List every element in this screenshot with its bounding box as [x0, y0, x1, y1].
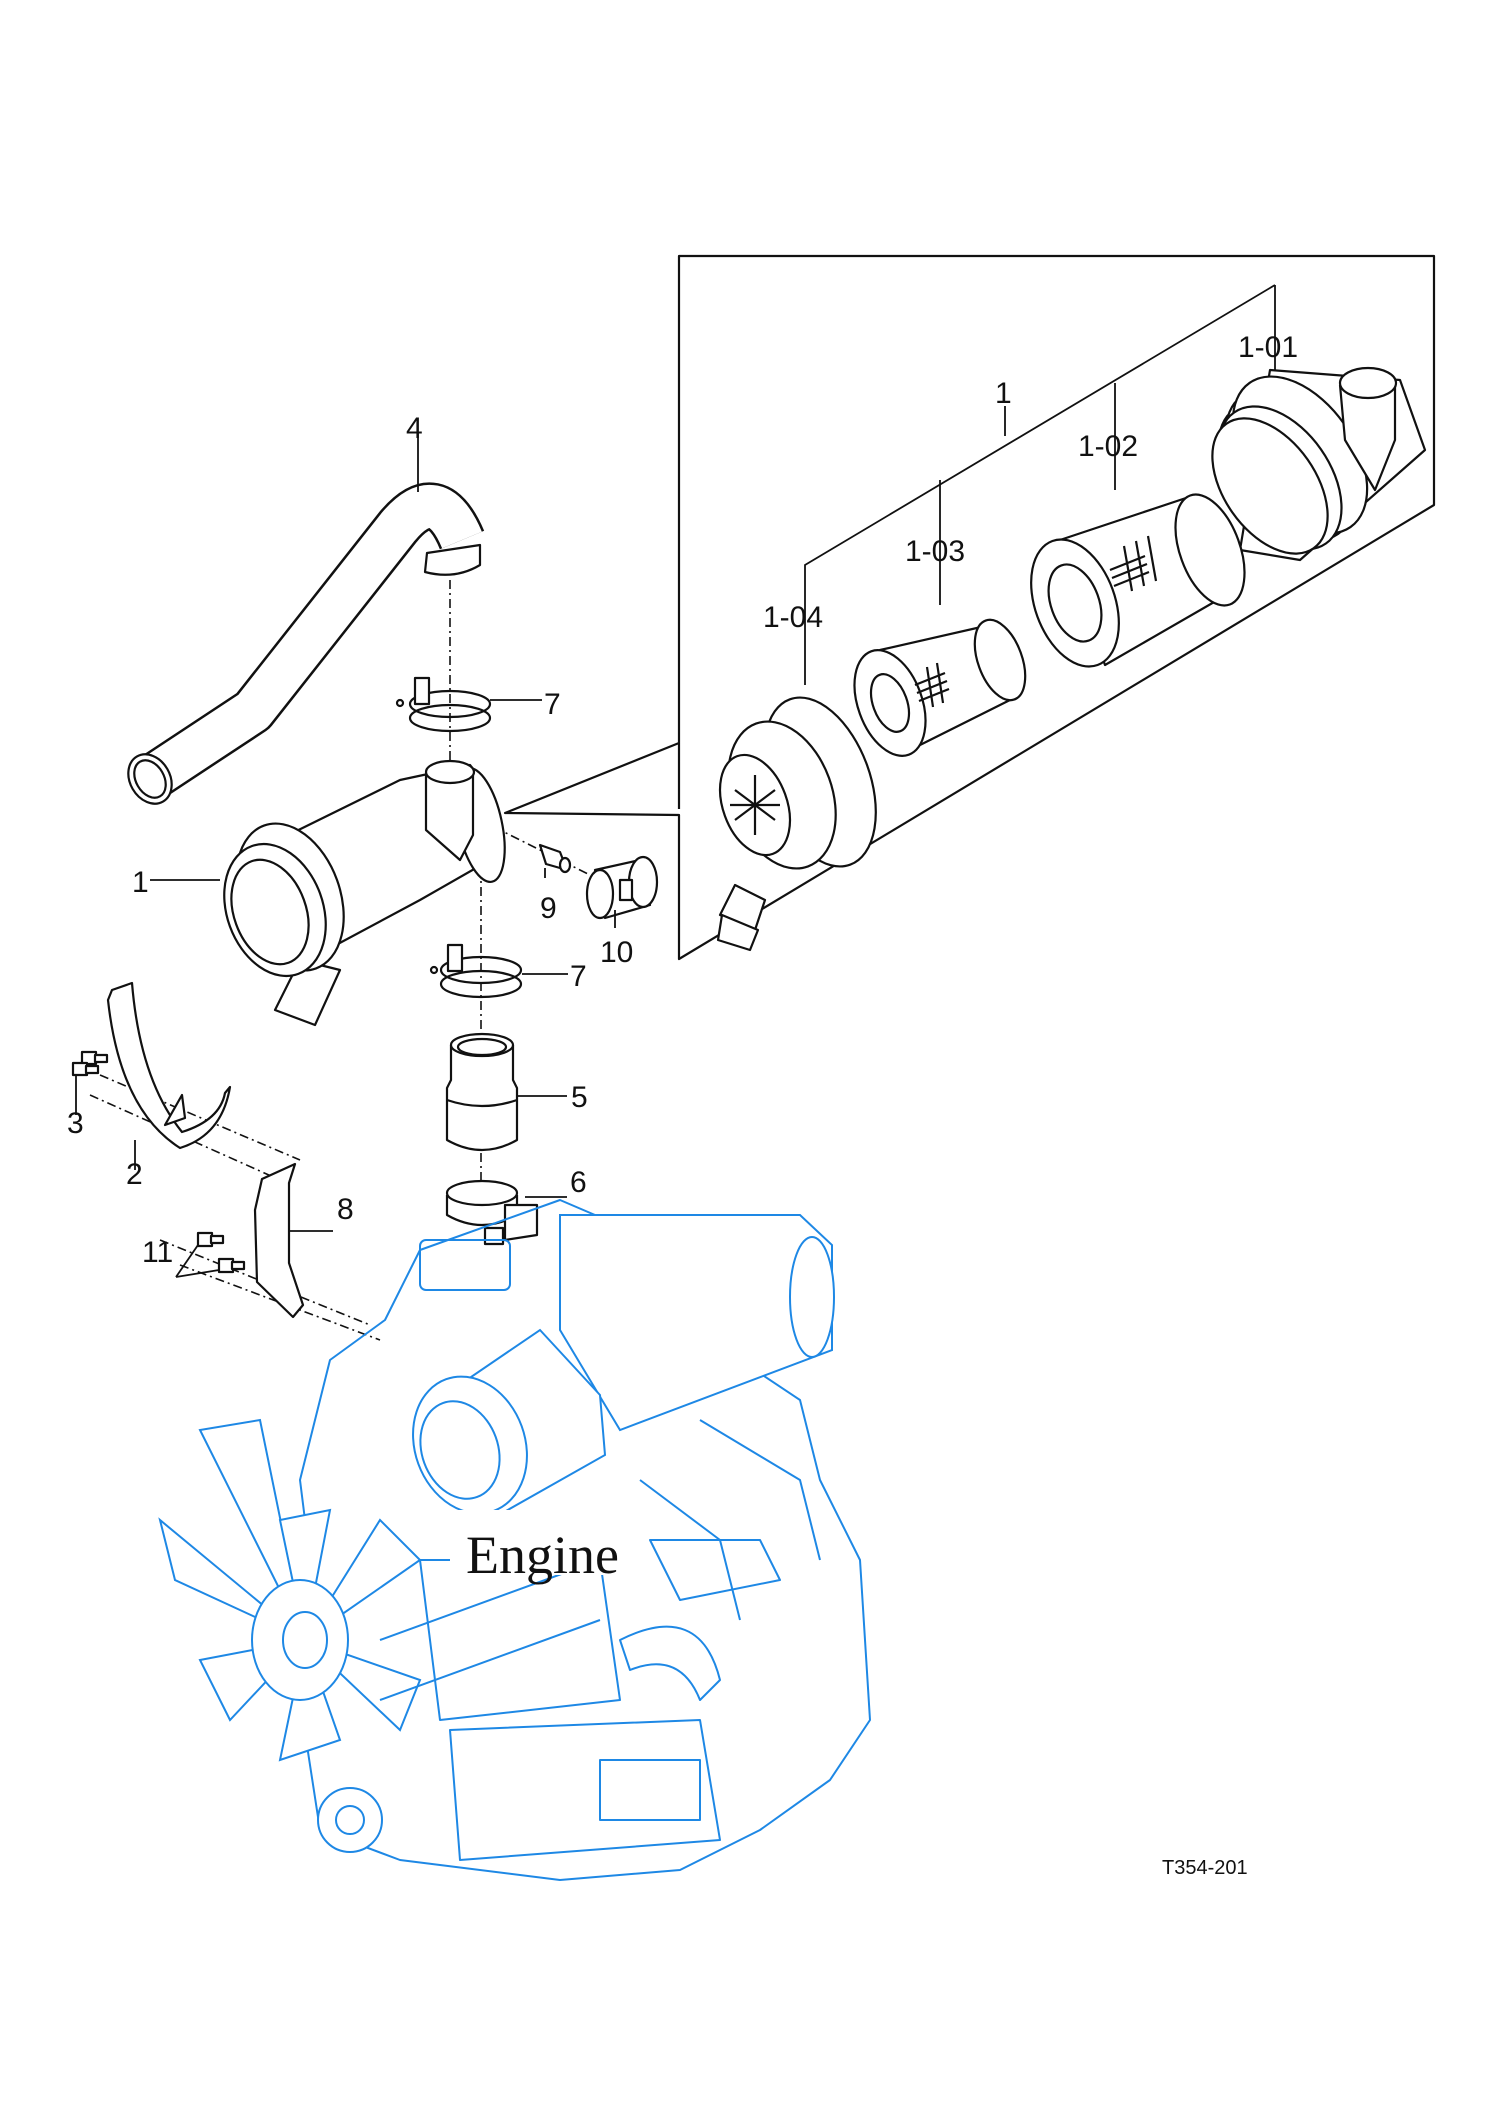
callout-8: 8 — [337, 1193, 354, 1226]
callout-1-04: 1-04 — [763, 601, 823, 634]
callout-10: 10 — [600, 936, 633, 969]
air-cleaner-body-part — [1211, 366, 1427, 562]
assembly-line-indicator — [493, 826, 591, 876]
engine-label: Engine — [466, 1525, 619, 1585]
worm-clamp-part — [445, 1179, 539, 1246]
detail-leader-tree — [804, 284, 1276, 685]
main-filter-element-part — [1030, 493, 1246, 668]
callout-6: 6 — [570, 1166, 587, 1199]
cover-part — [716, 696, 877, 952]
engine-label-backdrop — [450, 1510, 640, 1575]
callout-2: 2 — [126, 1158, 143, 1191]
hose-clamp-lower-part — [429, 943, 523, 999]
bracket-part — [253, 1162, 305, 1319]
fan-drawing — [158, 1418, 422, 1762]
callout-9: 9 — [540, 892, 557, 925]
bracket-bolts-part — [196, 1231, 246, 1274]
callout-1: 1 — [132, 866, 149, 899]
safety-filter-element-part — [853, 618, 1027, 757]
callout-1-assembly: 1 — [995, 377, 1012, 410]
callout-1-03: 1-03 — [905, 535, 965, 568]
callout-leaders — [75, 432, 616, 1278]
hose-clamp-upper-part — [395, 676, 492, 733]
callout-4: 4 — [406, 412, 423, 445]
callout-5: 5 — [571, 1081, 588, 1114]
coupling-hose-part — [445, 1032, 519, 1151]
assembly-line-bracket — [89, 1074, 381, 1341]
callout-11: 11 — [142, 1236, 173, 1269]
engine-drawing — [158, 1199, 871, 1881]
detail-box-frame — [503, 254, 1436, 961]
callout-7-upper: 7 — [544, 688, 561, 721]
indicator-adapter-part — [538, 843, 572, 874]
intake-hose-part — [127, 482, 485, 805]
callout-1-02: 1-02 — [1078, 430, 1138, 463]
callout-1-01: 1-01 — [1238, 331, 1298, 364]
strap-bolts-part — [71, 1050, 109, 1077]
air-cleaner-part — [223, 759, 506, 1027]
callout-7-lower: 7 — [570, 960, 587, 993]
callout-3: 3 — [67, 1107, 84, 1140]
mounting-strap-part — [106, 981, 232, 1150]
restriction-indicator-part — [585, 855, 659, 920]
strap-tab — [163, 1093, 187, 1127]
figure-code: T354-201 — [1162, 1857, 1248, 1879]
